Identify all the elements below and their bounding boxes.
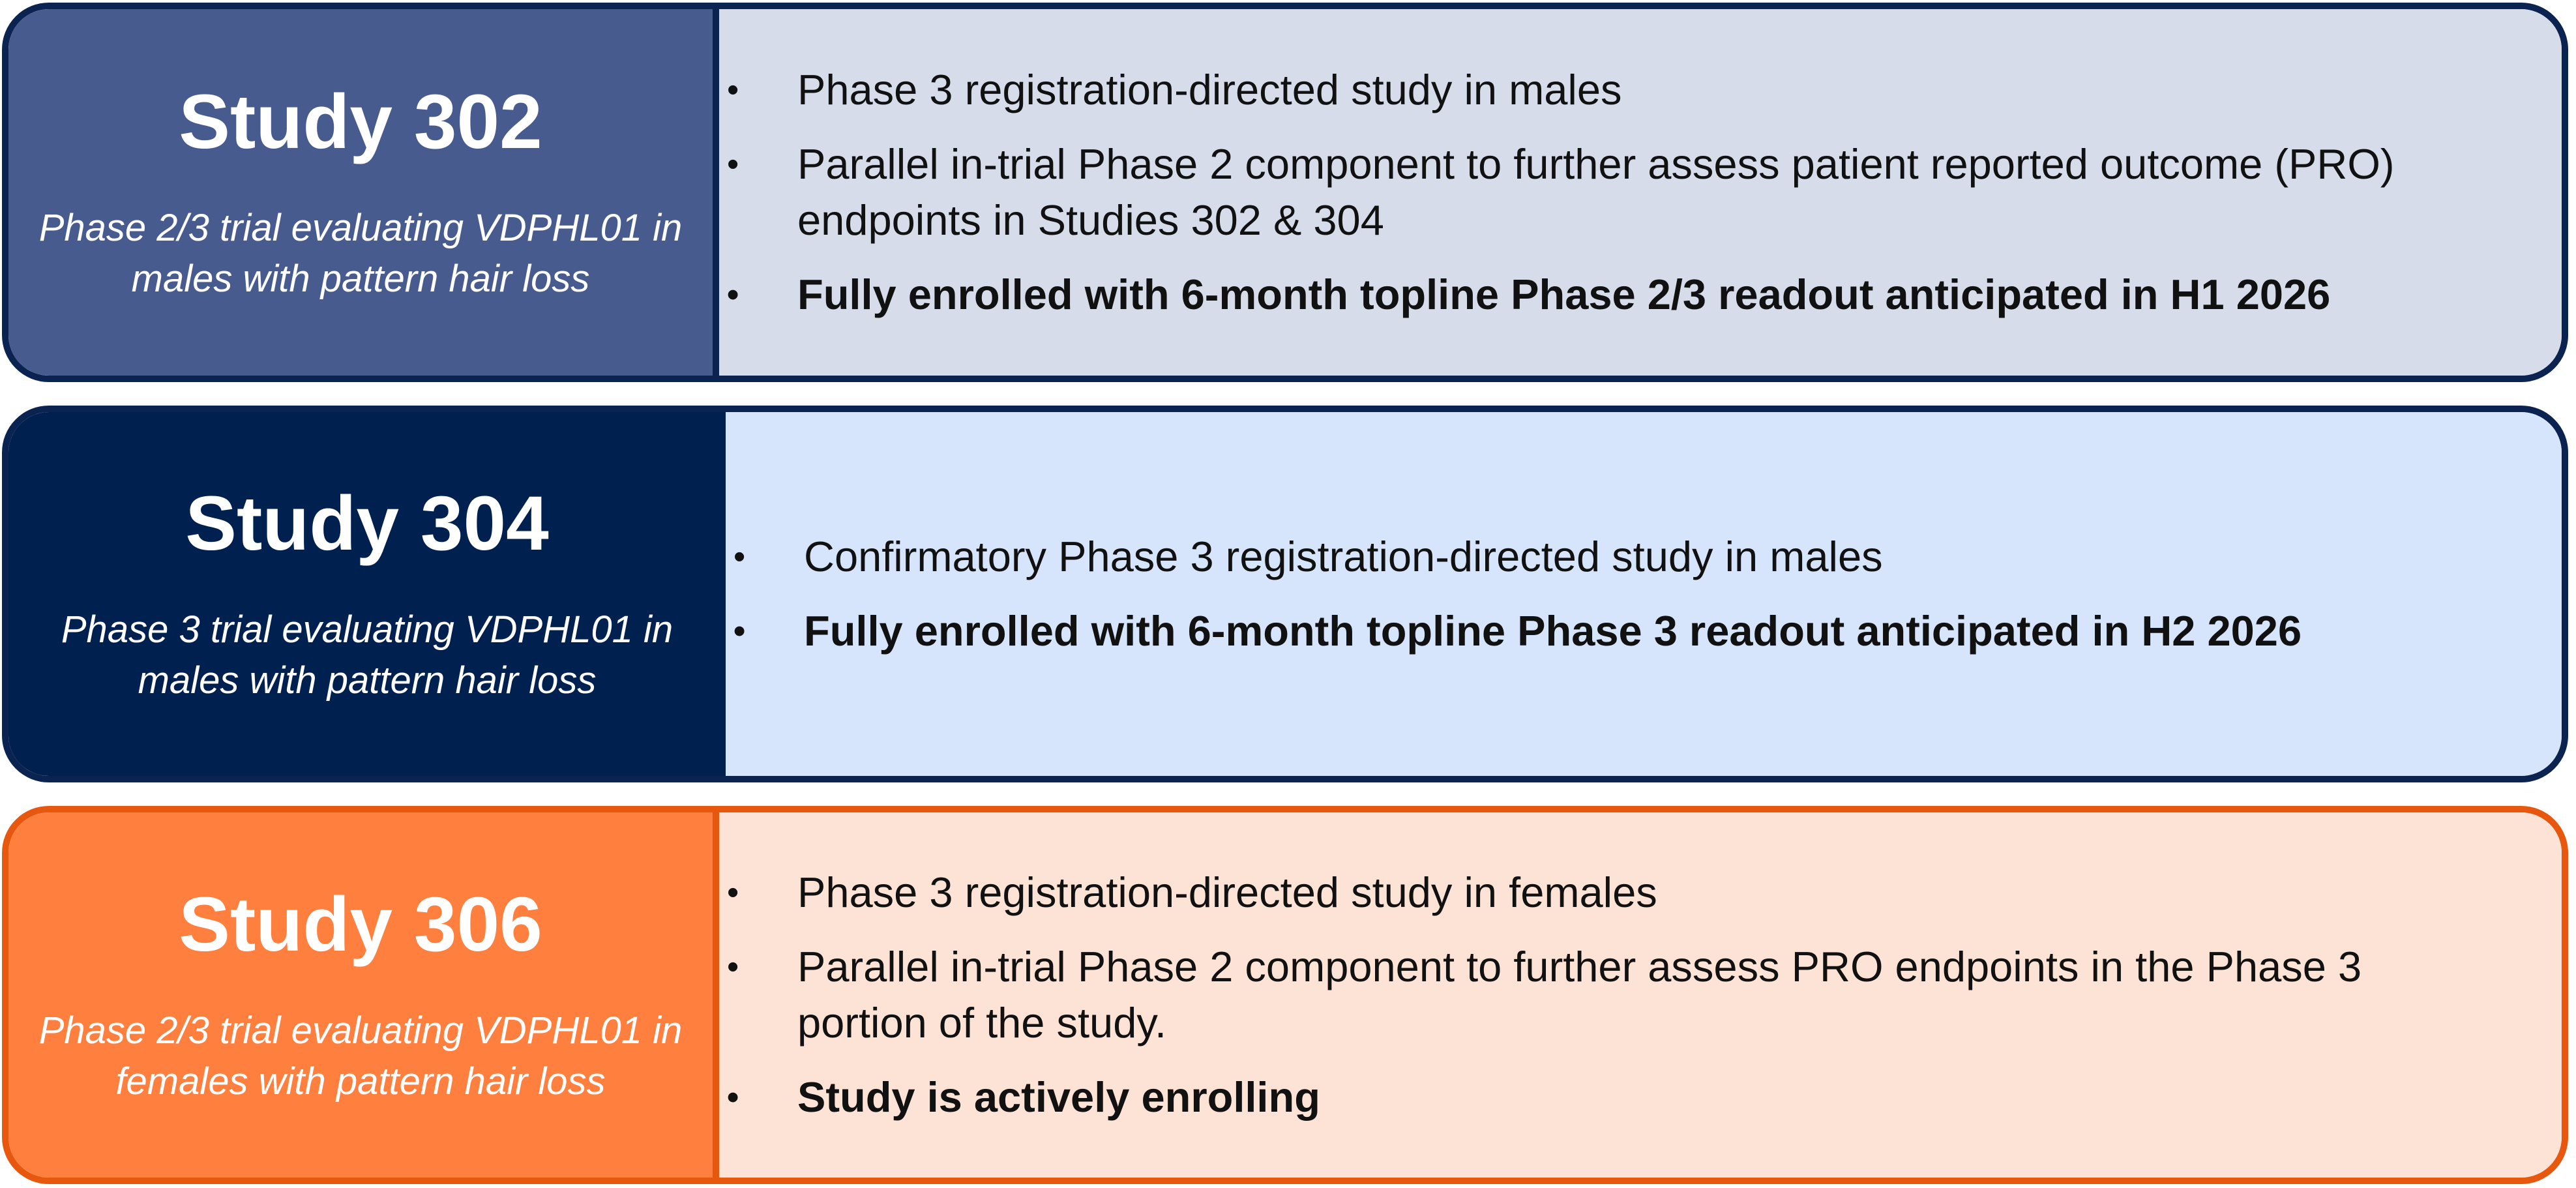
study-302-subtitle: Phase 2/3 trial evaluating VDPHL01 in ma… — [38, 206, 683, 300]
study-304-details: Confirmatory Phase 3 registration-direct… — [726, 412, 2562, 776]
study-306-title: Study 306 — [179, 882, 542, 968]
study-304-title: Study 304 — [185, 481, 549, 567]
study-306-card: Study 306 Phase 2/3 trial evaluating VDP… — [2, 806, 2568, 1184]
study-304-subtitle: Phase 3 trial evaluating VDPHL01 in male… — [61, 608, 674, 702]
study-302-header-panel: Study 302 Phase 2/3 trial evaluating VDP… — [8, 9, 719, 376]
study-304-card: Study 304 Phase 3 trial evaluating VDPHL… — [2, 406, 2568, 782]
bullet-item: Phase 3 registration-directed study in m… — [727, 62, 2483, 118]
bullet-item: Parallel in-trial Phase 2 component to f… — [727, 939, 2483, 1051]
study-304-header-panel: Study 304 Phase 3 trial evaluating VDPHL… — [8, 412, 726, 776]
study-302-details: Phase 3 registration-directed study in m… — [719, 9, 2562, 376]
bullet-item: Phase 3 registration-directed study in f… — [727, 865, 2483, 921]
bullet-item-status: Fully enrolled with 6-month topline Phas… — [727, 267, 2483, 323]
bullet-item: Confirmatory Phase 3 registration-direct… — [733, 529, 2483, 585]
bullet-item-status: Fully enrolled with 6-month topline Phas… — [733, 603, 2483, 659]
bullet-item: Parallel in-trial Phase 2 component to f… — [727, 136, 2483, 248]
study-302-card: Study 302 Phase 2/3 trial evaluating VDP… — [2, 3, 2568, 382]
study-306-subtitle: Phase 2/3 trial evaluating VDPHL01 in fe… — [38, 1009, 683, 1103]
bullet-item-status: Study is actively enrolling — [727, 1069, 2483, 1125]
study-306-details: Phase 3 registration-directed study in f… — [719, 812, 2562, 1178]
study-306-header-panel: Study 306 Phase 2/3 trial evaluating VDP… — [8, 812, 719, 1178]
study-302-title: Study 302 — [179, 79, 542, 166]
